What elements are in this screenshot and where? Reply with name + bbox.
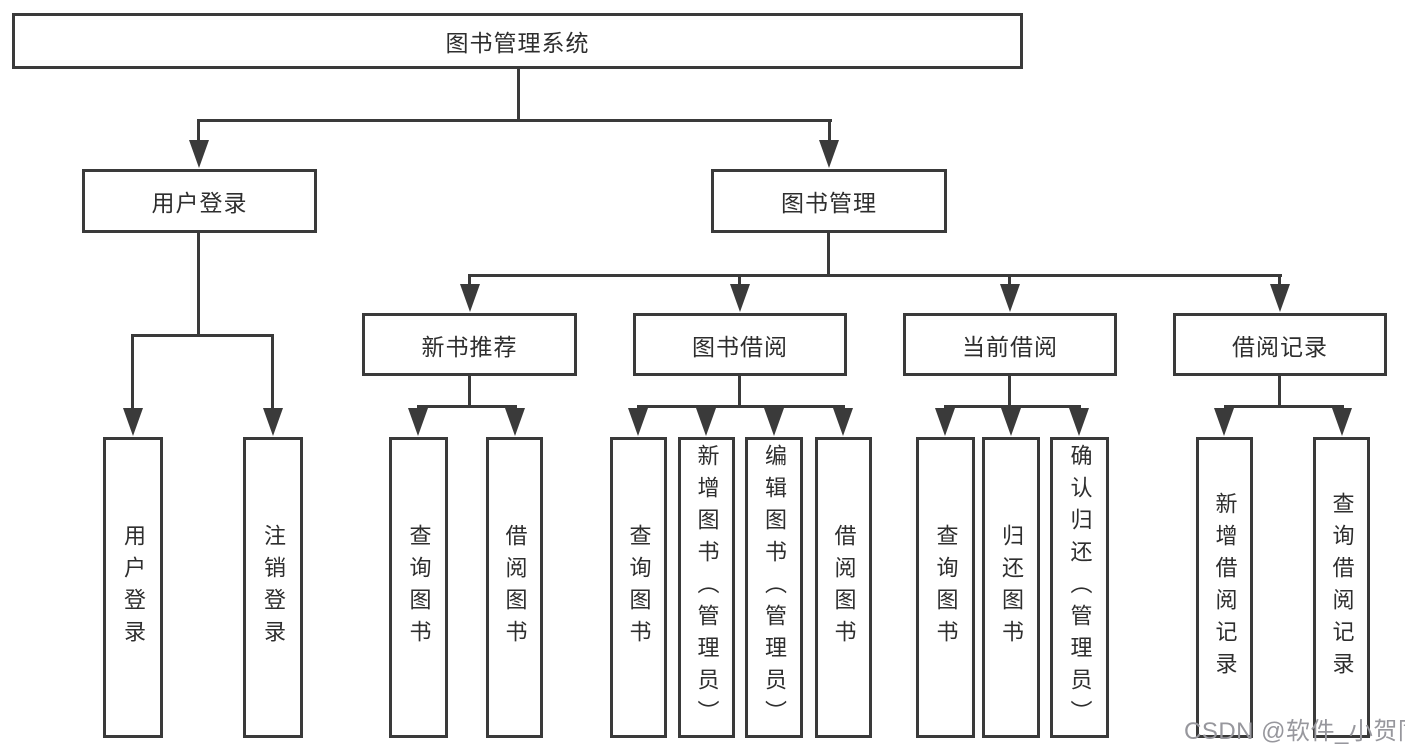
connector-line-18 <box>1008 376 1011 407</box>
node-label-add-book-admin: 新增图书（管理员） <box>694 443 720 732</box>
arrowhead-down-icon-16 <box>1069 408 1089 436</box>
node-label-add-borrow-record: 新增借阅记录 <box>1212 491 1238 684</box>
connector-line-1 <box>197 119 832 122</box>
node-borrow-book-2: 借阅图书 <box>815 437 872 738</box>
node-edit-book-admin: 编辑图书（管理员） <box>745 437 803 738</box>
node-root: 图书管理系统 <box>12 13 1023 69</box>
connector-line-19 <box>944 405 1081 408</box>
node-query-book-1: 查询图书 <box>389 437 448 738</box>
node-label-book-mgmt: 图书管理 <box>781 190 877 216</box>
arrowhead-down-icon-2 <box>123 408 143 436</box>
connector-line-6 <box>131 334 134 412</box>
arrowhead-down-icon-7 <box>1270 284 1290 312</box>
connector-line-8 <box>827 233 830 277</box>
connector-line-20 <box>1278 376 1281 407</box>
node-label-query-borrow-record: 查询借阅记录 <box>1329 491 1355 684</box>
node-label-user-login: 用户登录 <box>151 190 248 216</box>
node-label-root: 图书管理系统 <box>445 30 590 56</box>
node-add-borrow-record: 新增借阅记录 <box>1196 437 1253 738</box>
node-query-borrow-record: 查询借阅记录 <box>1313 437 1370 738</box>
arrowhead-down-icon-9 <box>505 408 525 436</box>
connector-line-12 <box>1008 274 1011 290</box>
node-borrow-book-1: 借阅图书 <box>486 437 543 738</box>
watermark: CSDN @软件_小贺同学 <box>1184 718 1405 745</box>
connector-line-13 <box>1278 274 1281 290</box>
node-label-query-book-2: 查询图书 <box>626 523 652 652</box>
connector-line-0 <box>517 69 520 121</box>
node-logout: 注销登录 <box>243 437 303 738</box>
arrowhead-down-icon-13 <box>833 408 853 436</box>
arrowhead-down-icon-17 <box>1214 408 1234 436</box>
node-user-login-leaf: 用户登录 <box>103 437 163 738</box>
node-add-book-admin: 新增图书（管理员） <box>678 437 735 738</box>
node-label-book-borrow: 图书借阅 <box>692 333 788 360</box>
node-current-borrow: 当前借阅 <box>903 313 1117 376</box>
connector-line-21 <box>1224 405 1344 408</box>
node-user-login: 用户登录 <box>82 169 317 233</box>
connector-line-7 <box>271 334 274 412</box>
connector-line-3 <box>828 119 831 149</box>
node-label-return-book: 归还图书 <box>999 523 1024 652</box>
node-borrow-record: 借阅记录 <box>1173 313 1387 376</box>
node-label-edit-book-admin: 编辑图书（管理员） <box>762 443 787 732</box>
node-label-query-book-1: 查询图书 <box>406 523 432 652</box>
arrowhead-down-icon-6 <box>1000 284 1020 312</box>
connector-line-4 <box>197 233 200 337</box>
node-label-borrow-book-1: 借阅图书 <box>502 523 528 652</box>
node-label-current-borrow: 当前借阅 <box>962 333 1058 360</box>
connector-line-14 <box>468 376 471 407</box>
arrowhead-down-icon-12 <box>764 408 784 436</box>
node-return-book: 归还图书 <box>982 437 1040 738</box>
arrowhead-down-icon-11 <box>696 408 716 436</box>
connector-line-9 <box>468 274 1282 277</box>
node-label-logout: 注销登录 <box>261 523 286 652</box>
arrowhead-down-icon-4 <box>460 284 480 312</box>
node-label-query-book-3: 查询图书 <box>933 523 959 652</box>
arrowhead-down-icon-15 <box>1001 408 1021 436</box>
connector-line-16 <box>738 376 741 407</box>
connector-line-10 <box>468 274 471 290</box>
node-book-mgmt: 图书管理 <box>711 169 947 233</box>
connector-line-11 <box>738 274 741 290</box>
arrowhead-down-icon-0 <box>189 140 209 168</box>
arrowhead-down-icon-5 <box>730 284 750 312</box>
arrowhead-down-icon-8 <box>408 408 428 436</box>
node-label-confirm-return-admin: 确认归还（管理员） <box>1067 443 1093 732</box>
node-query-book-3: 查询图书 <box>916 437 975 738</box>
connector-line-17 <box>637 405 845 408</box>
arrowhead-down-icon-18 <box>1332 408 1352 436</box>
node-label-user-login-leaf: 用户登录 <box>121 523 146 652</box>
connector-line-15 <box>417 405 517 408</box>
arrowhead-down-icon-3 <box>263 408 283 436</box>
node-label-new-book-recommend: 新书推荐 <box>421 333 518 360</box>
node-confirm-return-admin: 确认归还（管理员） <box>1050 437 1109 738</box>
node-label-borrow-record: 借阅记录 <box>1232 333 1328 360</box>
node-query-book-2: 查询图书 <box>610 437 667 738</box>
arrowhead-down-icon-1 <box>819 140 839 168</box>
connector-line-2 <box>197 119 200 149</box>
arrowhead-down-icon-14 <box>935 408 955 436</box>
node-label-borrow-book-2: 借阅图书 <box>831 523 857 652</box>
node-new-book-recommend: 新书推荐 <box>362 313 577 376</box>
node-book-borrow: 图书借阅 <box>633 313 847 376</box>
connector-line-5 <box>131 334 274 337</box>
arrowhead-down-icon-10 <box>628 408 648 436</box>
